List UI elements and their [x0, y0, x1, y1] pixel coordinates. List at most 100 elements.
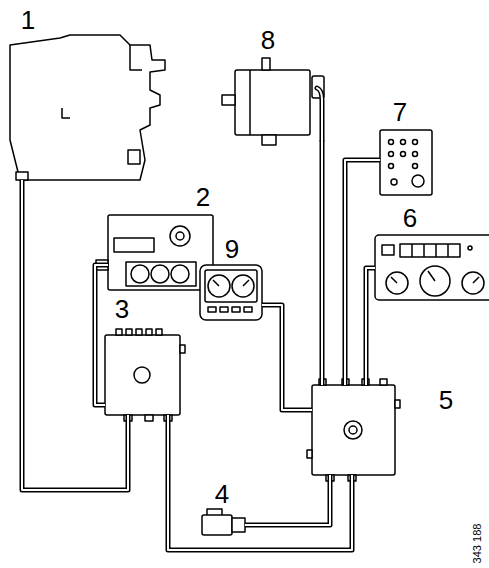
control-unit-drawing: [151, 265, 169, 283]
control-unit-drawing: [126, 262, 196, 286]
instrument-panel-drawing: [391, 271, 479, 283]
display-drawing: [208, 307, 216, 312]
callout-number: 8: [261, 27, 276, 53]
starter-drawing: [222, 95, 235, 105]
sensor-drawing: [207, 509, 222, 515]
cable-outline: [262, 305, 312, 410]
component: 4: [200, 510, 245, 540]
junction-box-drawing: [134, 367, 150, 383]
label-holder: 343 188: [458, 533, 489, 551]
cable-core: [245, 475, 330, 525]
starter-drawing: [262, 58, 270, 70]
instrument-panel-drawing: [375, 235, 489, 300]
cable: [95, 265, 108, 405]
cable: [262, 305, 312, 410]
component: 3: [105, 335, 180, 415]
callout-number: 2: [196, 184, 211, 210]
sensor-drawing: [202, 515, 232, 535]
instrument-panel-drawing: [382, 245, 394, 255]
display-drawing: [232, 307, 240, 312]
cable-outline: [22, 180, 128, 490]
component: 7: [380, 130, 432, 195]
illustration: [10, 35, 489, 535]
cable-core: [22, 180, 128, 490]
junction-box-drawing: [116, 329, 122, 335]
starter-drawing: [222, 58, 324, 145]
panel-drawing: [380, 130, 432, 195]
display-drawing: [244, 307, 252, 312]
junction-box-drawing: [126, 329, 132, 335]
panel-drawing: [413, 152, 418, 157]
display-drawing: [213, 280, 249, 286]
control-unit-drawing: [114, 238, 154, 252]
cable-core: [262, 305, 312, 410]
cable-outline: [345, 160, 380, 385]
engine-drawing: [128, 150, 140, 164]
starter-drawing: [262, 135, 276, 145]
starter-drawing: [249, 70, 251, 135]
cable: [317, 88, 322, 140]
panel-drawing: [413, 164, 418, 169]
instrument-panel-drawing: [412, 244, 448, 257]
cable: [322, 140, 323, 385]
component: 5: [312, 385, 395, 475]
display-drawing: [220, 307, 228, 312]
engine-drawing: [130, 45, 142, 70]
cable: [345, 160, 380, 385]
cable-core: [366, 268, 375, 385]
callout-number: 1: [21, 7, 36, 33]
control-unit-drawing: [131, 265, 149, 283]
cable: [22, 180, 128, 490]
instrument-panel-drawing: [400, 244, 460, 257]
display-drawing: [200, 265, 262, 320]
junction-box-drawing: [146, 329, 152, 335]
cable: [366, 268, 375, 385]
component: 1: [8, 35, 165, 180]
control-unit-drawing: [96, 215, 213, 290]
drawing-number: 343 188: [472, 523, 483, 563]
display-drawing: [200, 265, 262, 320]
panel-drawing: [413, 140, 418, 145]
cable: [317, 88, 322, 140]
control-unit-drawing: [170, 226, 190, 246]
junction-box-drawing: [180, 345, 185, 353]
starter-drawing: [235, 70, 310, 135]
engine-drawing: [16, 172, 28, 180]
cable: [168, 415, 352, 550]
cable-outline: [245, 475, 330, 525]
callout-number: 5: [439, 387, 454, 413]
junction-box-drawing: [307, 379, 400, 481]
control-unit-drawing: [171, 265, 189, 283]
junction-box-drawing: [349, 426, 357, 434]
component: 6: [375, 235, 489, 300]
junction-box-drawing: [105, 335, 180, 415]
cable-core: [168, 415, 352, 550]
component: 2: [108, 215, 213, 290]
callout-number: 4: [215, 481, 230, 507]
panel-drawing: [391, 179, 397, 185]
cable: [317, 88, 322, 140]
sensor-drawing: [202, 509, 245, 535]
panel-drawing: [401, 140, 406, 145]
cable-core: [321, 140, 323, 385]
panel-drawing: [412, 175, 424, 187]
junction-box-drawing: [156, 329, 162, 335]
engine-drawing: [62, 108, 70, 118]
callout-number: 7: [393, 99, 408, 125]
junction-box-drawing: [136, 329, 142, 335]
engine-drawing: [10, 35, 165, 180]
component: 8: [228, 62, 325, 140]
panel-drawing: [389, 140, 394, 145]
junction-box-drawing: [145, 415, 153, 421]
sensor-drawing: [232, 518, 245, 532]
callout-number: 3: [115, 296, 130, 322]
instrument-panel-drawing: [468, 246, 472, 250]
cable-outline: [320, 140, 325, 385]
instrument-panel-drawing: [375, 235, 489, 300]
display-drawing: [205, 270, 257, 302]
cable-outline: [95, 265, 108, 405]
cable-outline: [168, 415, 352, 550]
